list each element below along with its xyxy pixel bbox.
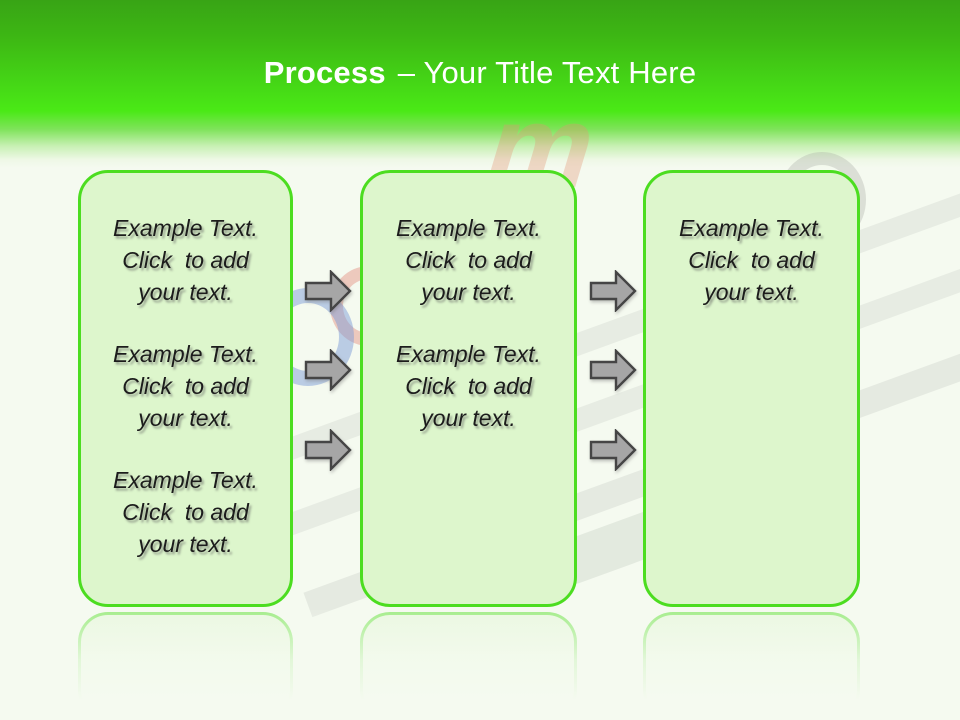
placeholder-text: Example Text. Click to add your text. bbox=[113, 467, 258, 557]
right-arrow-icon bbox=[304, 429, 352, 471]
placeholder-text: Example Text. Click to add your text. bbox=[679, 215, 824, 305]
right-arrow-icon bbox=[304, 270, 352, 312]
process-box-2[interactable]: Example Text. Click to add your text. Ex… bbox=[360, 170, 577, 607]
slide-title[interactable]: Process – Your Title Text Here bbox=[0, 54, 960, 92]
placeholder-text: Example Text. Click to add your text. bbox=[396, 215, 541, 305]
reflection-fade-overlay bbox=[0, 610, 960, 720]
right-arrow-icon bbox=[304, 349, 352, 391]
right-arrow-icon bbox=[589, 429, 637, 471]
placeholder-text: Example Text. Click to add your text. bbox=[113, 215, 258, 305]
right-arrow-icon bbox=[589, 270, 637, 312]
right-arrow-icon bbox=[589, 349, 637, 391]
placeholder-text: Example Text. Click to add your text. bbox=[396, 341, 541, 431]
slide-title-placeholder: – Your Title Text Here bbox=[397, 55, 697, 90]
header-gradient-band bbox=[0, 0, 960, 168]
process-box-3[interactable]: Example Text. Click to add your text. bbox=[643, 170, 860, 607]
process-box-1[interactable]: Example Text. Click to add your text. Ex… bbox=[78, 170, 293, 607]
slide-title-keyword: Process bbox=[263, 55, 386, 90]
placeholder-text: Example Text. Click to add your text. bbox=[113, 341, 258, 431]
